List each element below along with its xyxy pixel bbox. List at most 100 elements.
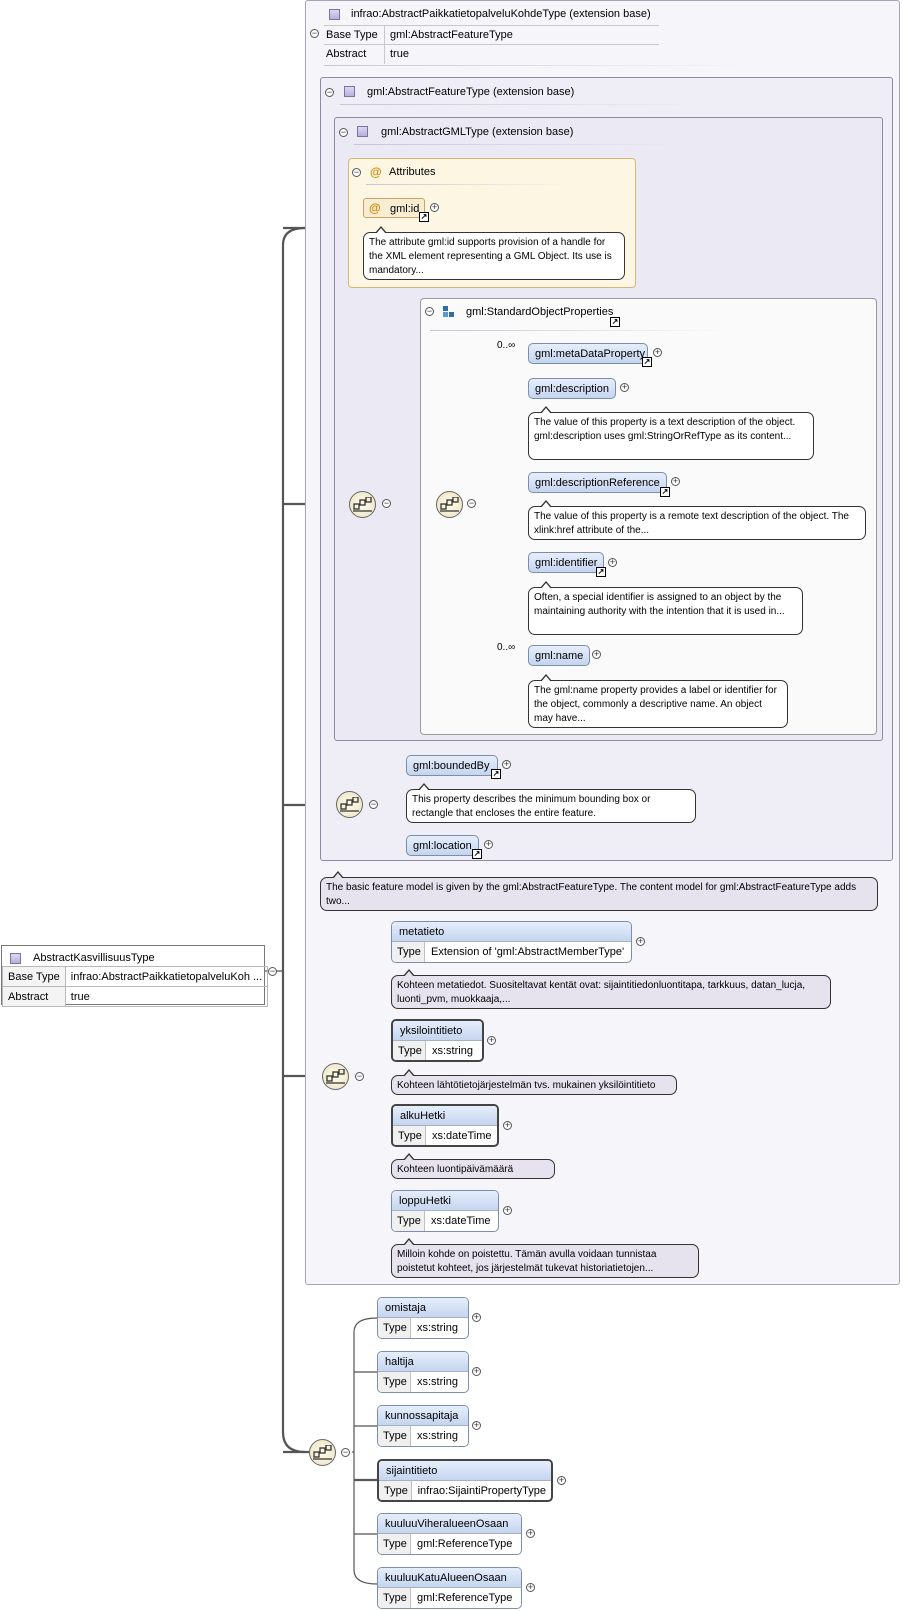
complex-type-icon bbox=[10, 953, 21, 964]
annotation-note: This property describes the minimum boun… bbox=[406, 783, 696, 823]
expand-icon[interactable]: + bbox=[503, 1120, 512, 1130]
divider bbox=[324, 25, 659, 26]
element-name[interactable]: gml:name bbox=[528, 645, 590, 666]
element-name: kunnossapitaja bbox=[378, 1406, 468, 1426]
element-sijaintitieto[interactable]: sijaintitieto Type infrao:SijaintiPropert… bbox=[377, 1459, 553, 1502]
element-name: metatieto bbox=[392, 922, 631, 942]
attribute-gml-id[interactable]: @ gml:id bbox=[363, 198, 425, 218]
ext2-title: gml:AbstractFeatureType (extension base) bbox=[367, 86, 575, 98]
reference-arrow-icon: ↗ bbox=[596, 567, 606, 577]
type-key: Type bbox=[379, 1481, 412, 1500]
type-key: Type bbox=[392, 942, 425, 962]
divider bbox=[324, 44, 659, 45]
collapse-icon[interactable]: − bbox=[467, 498, 476, 508]
expand-icon[interactable]: + bbox=[671, 476, 680, 486]
collapse-icon[interactable]: − bbox=[425, 306, 434, 316]
prop-key: Abstract bbox=[2, 986, 66, 1007]
element-boundedby[interactable]: gml:boundedBy bbox=[406, 755, 498, 776]
collapse-icon[interactable]: − bbox=[325, 87, 334, 97]
expand-icon[interactable]: + bbox=[430, 202, 439, 212]
expand-icon[interactable]: + bbox=[557, 1475, 566, 1485]
collapse-icon[interactable]: − bbox=[382, 498, 391, 508]
model-group-icon bbox=[443, 306, 455, 318]
annotation-note: The value of this property is a text des… bbox=[528, 406, 814, 460]
reference-arrow-icon: ↗ bbox=[472, 849, 482, 859]
reference-arrow-icon: ↗ bbox=[660, 487, 670, 497]
ext1-title: infrao:AbstractPaikkatietopalveluKohdeTy… bbox=[351, 8, 651, 20]
collapse-icon[interactable]: − bbox=[355, 1071, 364, 1081]
expand-icon[interactable]: + bbox=[608, 557, 617, 567]
sequence-icon[interactable] bbox=[322, 1063, 349, 1090]
expand-icon[interactable]: + bbox=[636, 936, 645, 946]
expand-icon[interactable]: + bbox=[487, 1035, 496, 1045]
reference-arrow-icon: ↗ bbox=[642, 357, 652, 367]
annotation-note: The value of this property is a remote t… bbox=[528, 500, 866, 540]
element-name: yksilointitieto bbox=[393, 1021, 482, 1041]
element-description-reference[interactable]: gml:descriptionReference bbox=[528, 472, 667, 493]
reference-arrow-icon: ↗ bbox=[491, 769, 501, 779]
complex-type-icon bbox=[329, 9, 340, 20]
type-value: xs:string bbox=[417, 1322, 458, 1334]
type-value: xs:string bbox=[417, 1430, 458, 1442]
collapse-icon[interactable]: − bbox=[369, 799, 378, 809]
collapse-icon[interactable]: − bbox=[341, 1447, 350, 1457]
attribute-label: gml:id bbox=[390, 203, 420, 215]
sequence-icon[interactable] bbox=[336, 791, 363, 818]
divider bbox=[354, 144, 684, 145]
element-location[interactable]: gml:location bbox=[406, 835, 479, 856]
collapse-icon[interactable]: − bbox=[268, 966, 277, 976]
expand-icon[interactable]: + bbox=[484, 839, 493, 849]
sequence-icon[interactable] bbox=[436, 491, 463, 518]
element-name: alkuHetki bbox=[393, 1106, 497, 1126]
divider bbox=[384, 26, 385, 64]
expand-icon[interactable]: + bbox=[526, 1528, 535, 1538]
divider bbox=[366, 184, 566, 185]
collapse-icon[interactable]: − bbox=[339, 127, 348, 137]
type-value: infrao:SijaintiPropertyType bbox=[417, 1485, 546, 1497]
prop-key: Base Type bbox=[326, 29, 378, 41]
type-value: gml:ReferenceType bbox=[417, 1538, 513, 1550]
annotation-note: Milloin kohde on poistettu. Tämän avulla… bbox=[391, 1238, 699, 1278]
prop-value: true bbox=[390, 48, 409, 60]
annotation-note: The attribute gml:id supports provision … bbox=[363, 226, 625, 280]
collapse-icon[interactable]: − bbox=[352, 167, 361, 177]
prop-value: infrao:AbstractPaikkatietopalveluKoh ... bbox=[64, 966, 269, 987]
element-description[interactable]: gml:description bbox=[528, 378, 616, 399]
expand-icon[interactable]: + bbox=[526, 1582, 535, 1592]
cardinality-label: 0..∞ bbox=[497, 642, 516, 653]
expand-icon[interactable]: + bbox=[620, 382, 629, 392]
sequence-icon[interactable] bbox=[349, 491, 376, 518]
element-name: sijaintitieto bbox=[379, 1461, 551, 1481]
expand-icon[interactable]: + bbox=[472, 1312, 481, 1322]
expand-icon[interactable]: + bbox=[472, 1366, 481, 1376]
sequence-icon[interactable] bbox=[309, 1439, 336, 1466]
expand-icon[interactable]: + bbox=[502, 759, 511, 769]
expand-icon[interactable]: + bbox=[653, 347, 662, 357]
expand-icon[interactable]: + bbox=[503, 1205, 512, 1215]
attribute-icon: @ bbox=[369, 201, 381, 215]
attribute-icon: @ bbox=[370, 165, 382, 179]
element-name: loppuHetki bbox=[392, 1191, 498, 1211]
complex-type-icon bbox=[357, 126, 368, 137]
expand-icon[interactable]: + bbox=[472, 1420, 481, 1430]
type-value: xs:dateTime bbox=[431, 1215, 491, 1227]
collapse-icon[interactable]: − bbox=[310, 28, 319, 38]
cardinality-label: 0..∞ bbox=[497, 340, 516, 351]
divider bbox=[340, 104, 700, 105]
reference-arrow-icon: ↗ bbox=[610, 317, 620, 327]
element-identifier[interactable]: gml:identifier bbox=[528, 552, 604, 573]
element-metadataproperty[interactable]: gml:metaDataProperty bbox=[528, 343, 648, 364]
expand-icon[interactable]: + bbox=[592, 649, 601, 659]
divider bbox=[324, 65, 754, 66]
